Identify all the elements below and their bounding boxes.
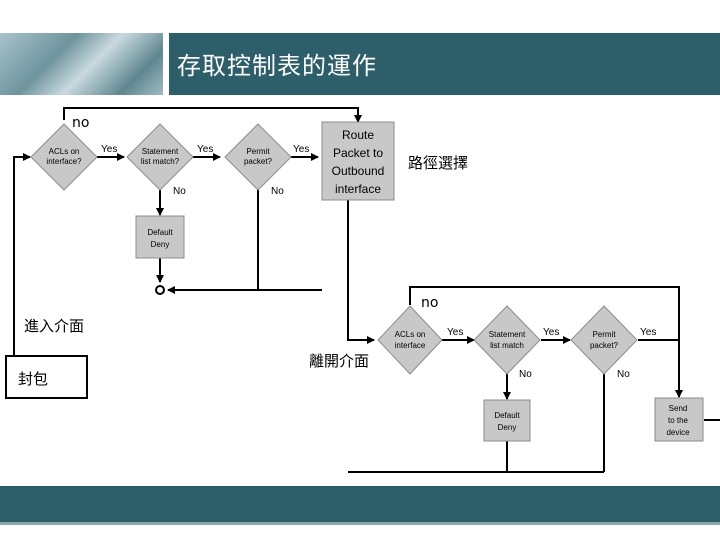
route-select-label: 路徑選擇 bbox=[408, 154, 468, 172]
svg-text:Default: Default bbox=[147, 228, 173, 237]
send-line1: Send bbox=[669, 404, 688, 413]
entry-line bbox=[13, 153, 31, 356]
route-box bbox=[321, 121, 395, 201]
outbound-interface-label: 離開介面 bbox=[309, 352, 369, 370]
outbound-connectors bbox=[348, 286, 720, 473]
drop-node bbox=[155, 285, 165, 295]
banner-divider bbox=[163, 33, 169, 95]
stmt-out-line2: list match bbox=[490, 341, 524, 350]
statement-decision-out bbox=[473, 305, 541, 375]
no-label-out-2: No bbox=[617, 369, 630, 380]
svg-text:interface: interface bbox=[395, 341, 426, 350]
acl-out-line1: ACLs on bbox=[395, 330, 426, 339]
svg-text:Statement: Statement bbox=[142, 147, 179, 156]
yes-label-in-1: Yes bbox=[101, 144, 117, 155]
inbound-interface-label: 進入介面 bbox=[24, 317, 84, 335]
send-box bbox=[654, 397, 704, 442]
inbound-connectors bbox=[13, 107, 375, 356]
deny-in-line1: Default bbox=[147, 228, 173, 237]
route-line1: Route bbox=[342, 128, 374, 142]
no-label-out-1: No bbox=[519, 369, 532, 380]
no-label-top: no bbox=[72, 115, 89, 131]
svg-text:Default: Default bbox=[494, 411, 520, 420]
svg-text:Statement: Statement bbox=[489, 330, 526, 339]
permit-in-line1: Permit bbox=[246, 147, 270, 156]
route-line3: Outbound bbox=[332, 164, 385, 178]
yes-label-in-2: Yes bbox=[197, 144, 213, 155]
yes-label-out-1: Yes bbox=[447, 327, 463, 338]
svg-text:packet?: packet? bbox=[244, 157, 273, 166]
default-deny-box-in bbox=[135, 215, 185, 259]
permit-decision-in bbox=[224, 123, 292, 191]
route-line2: Packet to bbox=[333, 146, 383, 160]
acl-decision-out bbox=[377, 305, 443, 375]
acl-out-line2: interface bbox=[395, 341, 426, 350]
stmt-in-line1: Statement bbox=[142, 147, 179, 156]
route-to-outbound-line bbox=[347, 200, 375, 344]
deny-in-line2: Deny bbox=[151, 240, 170, 249]
svg-text:Send: Send bbox=[669, 404, 688, 413]
permit-decision-out bbox=[570, 305, 638, 375]
svg-text:device: device bbox=[666, 428, 690, 437]
fish-school-image bbox=[0, 33, 163, 95]
no-bypass-line-out bbox=[409, 286, 680, 305]
svg-text:Route: Route bbox=[342, 128, 374, 142]
acl-in-line2: interface? bbox=[46, 157, 82, 166]
footer-band bbox=[0, 486, 720, 522]
yes-label-in-3: Yes bbox=[293, 144, 309, 155]
svg-text:Permit: Permit bbox=[246, 147, 270, 156]
svg-text:Deny: Deny bbox=[498, 423, 517, 432]
no-label-in-1: No bbox=[173, 186, 186, 197]
deny-out-line1: Default bbox=[494, 411, 520, 420]
svg-text:ACLs on: ACLs on bbox=[49, 147, 80, 156]
deny-out-line2: Deny bbox=[498, 423, 517, 432]
svg-text:ACLs on: ACLs on bbox=[395, 330, 426, 339]
yes-label-out-3: Yes bbox=[640, 327, 656, 338]
svg-text:Deny: Deny bbox=[151, 240, 170, 249]
packet-label: 封包 bbox=[18, 370, 48, 388]
stmt-in-line2: list match? bbox=[141, 157, 180, 166]
permit-out-line2: packet? bbox=[590, 341, 619, 350]
permit-out-line1: Permit bbox=[592, 330, 616, 339]
svg-text:interface: interface bbox=[335, 182, 381, 196]
permit-in-line2: packet? bbox=[244, 157, 273, 166]
yes-label-out-2: Yes bbox=[543, 327, 559, 338]
svg-text:Permit: Permit bbox=[592, 330, 616, 339]
no-label-middle: no bbox=[421, 295, 438, 311]
footer-stripe bbox=[0, 522, 720, 525]
statement-decision-in bbox=[126, 123, 194, 191]
svg-text:list match?: list match? bbox=[141, 157, 180, 166]
packet-box bbox=[5, 355, 88, 399]
acl-in-line1: ACLs on bbox=[49, 147, 80, 156]
no-bypass-line bbox=[63, 107, 362, 123]
svg-text:Outbound: Outbound bbox=[332, 164, 385, 178]
svg-text:packet?: packet? bbox=[590, 341, 619, 350]
svg-text:to the: to the bbox=[668, 416, 689, 425]
send-line2: to the bbox=[668, 416, 689, 425]
slide-title: 存取控制表的運作 bbox=[177, 52, 377, 80]
svg-text:list match: list match bbox=[490, 341, 524, 350]
svg-text:interface?: interface? bbox=[46, 157, 82, 166]
default-deny-box-out bbox=[483, 399, 531, 442]
stmt-out-line1: Statement bbox=[489, 330, 526, 339]
route-line4: interface bbox=[335, 182, 381, 196]
send-line3: device bbox=[666, 428, 690, 437]
no-label-in-2: No bbox=[271, 186, 284, 197]
svg-text:Packet to: Packet to bbox=[333, 146, 383, 160]
acl-decision-in bbox=[30, 123, 98, 191]
